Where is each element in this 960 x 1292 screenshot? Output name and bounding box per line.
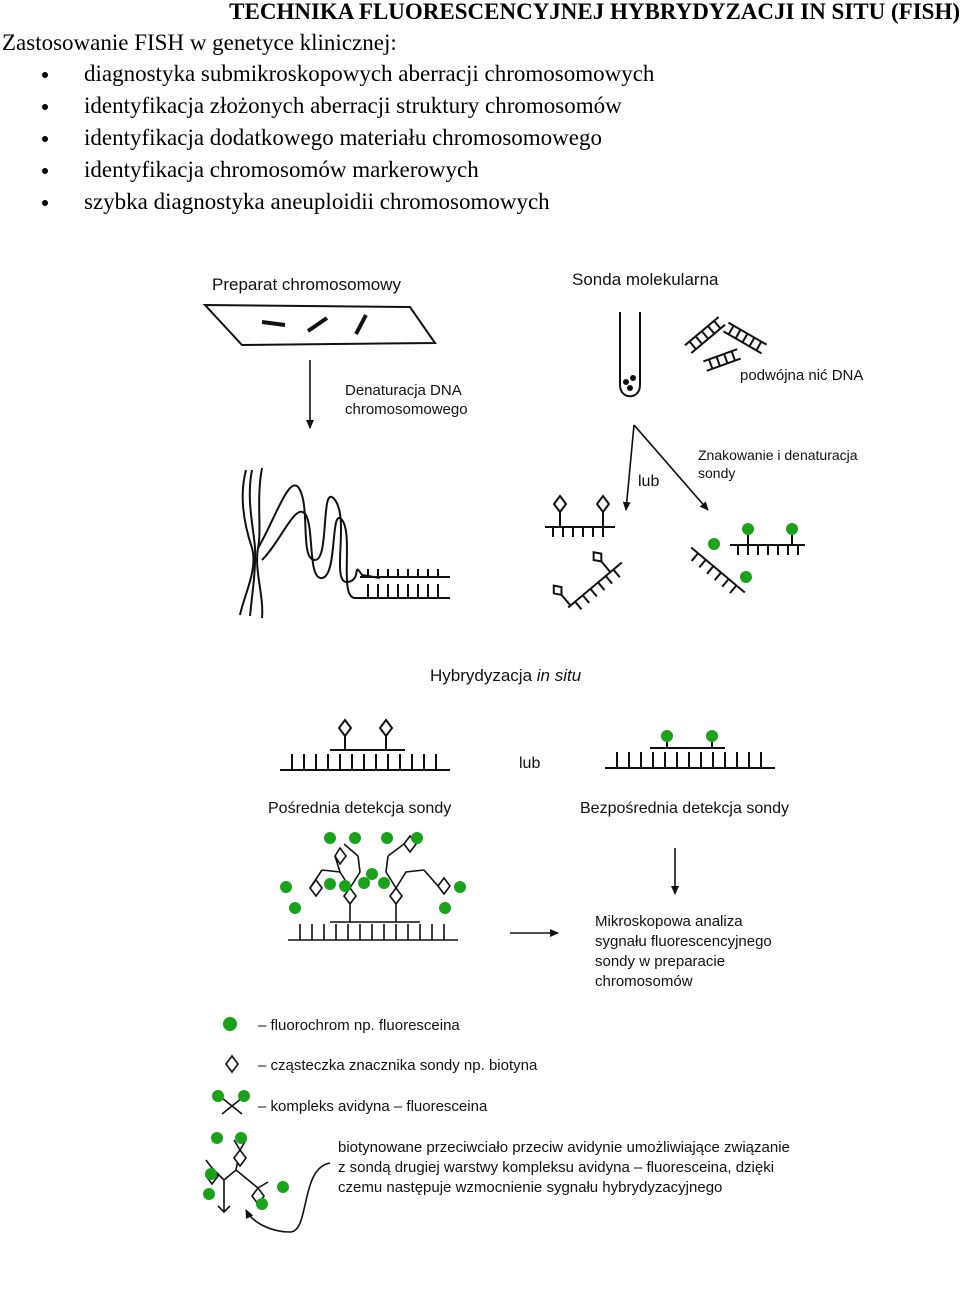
- biotin-icon: [225, 1054, 239, 1074]
- molecular-probe-label: Sonda molekularna: [572, 270, 719, 289]
- denaturation-label-line2: chromosomowego: [345, 401, 468, 418]
- legend-biotin: – cząsteczka znacznika sondy np. biotyna: [258, 1057, 538, 1074]
- or-label-top: lub: [638, 473, 659, 490]
- microscopy-label-line3: sondy w preparacie: [595, 953, 725, 970]
- test-tube-icon: [619, 312, 641, 398]
- denatured-chromosome: [239, 467, 450, 619]
- list-item-text: identyfikacja dodatkowego materiału chro…: [84, 125, 602, 150]
- chromosome-slide: [202, 303, 437, 347]
- bullet-icon: [42, 104, 48, 110]
- page-title: TECHNIKA FLUORESCENCYJNEJ HYBRYDYZACJI I…: [229, 0, 960, 24]
- microscopy-label-line1: Mikroskopowa analiza: [595, 913, 743, 930]
- bullet-icon: [42, 200, 48, 206]
- amplified-signal-complex: [288, 834, 458, 941]
- microscopy-label-line4: chromosomów: [595, 973, 693, 990]
- fluorochrome-icon: [223, 1017, 237, 1031]
- fluorochrome-dots: [280, 832, 466, 914]
- legend-fluorochrome: – fluorochrom np. fluoresceina: [258, 1017, 460, 1034]
- bullet-icon: [42, 136, 48, 142]
- fluorochrome-labeled-probe: [690, 535, 805, 594]
- double-strand-dna-icon: [684, 316, 768, 372]
- list-item-text: identyfikacja złożonych aberracji strukt…: [84, 93, 622, 118]
- list-item-text: szybka diagnostyka aneuploidii chromosom…: [84, 189, 550, 214]
- antibody-note-line1: biotynowane przeciwciało przeciw avidyni…: [338, 1139, 790, 1156]
- microscopy-label-line2: sygnału fluorescencyjnego: [595, 933, 772, 950]
- list-item-text: identyfikacja chromosomów markerowych: [84, 157, 479, 182]
- direct-detection-label: Bezpośrednia detekcja sondy: [580, 800, 789, 817]
- or-label-mid: lub: [519, 755, 540, 772]
- probe-branch-arrows: [622, 424, 709, 511]
- list-item-text: diagnostyka submikroskopowych aberracji …: [84, 61, 655, 86]
- arrow-down-right-icon: [633, 424, 709, 511]
- direct-hybrid: [605, 742, 775, 769]
- arrow-down-icon: [622, 424, 635, 511]
- hybridization-label: Hybrydyzacja in situ: [430, 666, 582, 685]
- legend: – fluorochrom np. fluoresceina – cząstec…: [203, 1017, 790, 1233]
- labeling-label-line1: Znakowanie i denaturacja: [698, 447, 858, 463]
- biotinylated-antibody-icon: [205, 1139, 269, 1214]
- fluorochrome-dots: [661, 730, 718, 742]
- bullet-icon: [42, 168, 48, 174]
- antibody-note-line3: czemu następuje wzmocnienie sygnału hybr…: [338, 1179, 722, 1196]
- biotin-labeled-probe: [545, 494, 623, 611]
- chromosome-prep-label: Preparat chromosomowy: [212, 275, 401, 294]
- avidin-complex-icon: [212, 1090, 250, 1115]
- legend-avidin: – kompleks avidyna – fluoresceina: [258, 1098, 488, 1115]
- fluorochrome-dots: [708, 523, 798, 583]
- indirect-detection-label: Pośrednia detekcja sondy: [268, 800, 451, 817]
- labeling-label-line2: sondy: [698, 465, 735, 481]
- denaturation-label-line1: Denaturacja DNA: [345, 382, 462, 399]
- antibody-note-line2: z sondą drugiej warstwy kompleksu avidyn…: [338, 1159, 774, 1176]
- bullet-icon: [42, 72, 48, 78]
- indirect-hybrid: [280, 718, 450, 771]
- double-strand-label: podwójna nić DNA: [740, 367, 863, 384]
- curved-arrow-icon: [245, 1162, 331, 1233]
- page-subtitle: Zastosowanie FISH w genetyce klinicznej:: [2, 30, 397, 55]
- fluorochrome-dots: [203, 1132, 289, 1210]
